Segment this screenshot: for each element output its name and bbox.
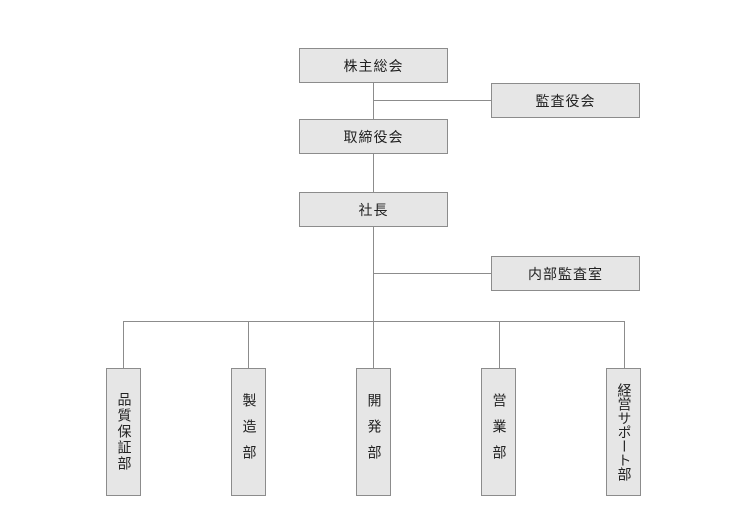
internal-audit-box: 内部監査室 [491, 256, 640, 291]
development-box: 開発部 [356, 368, 391, 496]
connector-auditors [373, 100, 491, 101]
connector-internal-audit [373, 273, 491, 274]
connector-shareholders-board [373, 82, 374, 120]
sales-label: 営業部 [490, 393, 507, 471]
connector-department-bar [123, 321, 624, 322]
connector-sales [499, 321, 500, 369]
connector-board-president [373, 153, 374, 193]
manufacturing-box: 製造部 [231, 368, 266, 496]
management-support-label: 経営サポート部 [615, 383, 632, 481]
sales-box: 営業部 [481, 368, 516, 496]
board-of-directors-label: 取締役会 [343, 129, 404, 146]
quality-assurance-box: 品質保証部 [106, 368, 141, 496]
connector-manufacturing [248, 321, 249, 369]
shareholders-meeting-box: 株主総会 [299, 48, 448, 83]
development-label: 開発部 [365, 393, 382, 471]
management-support-box: 経営サポート部 [606, 368, 641, 496]
connector-management-support [624, 321, 625, 369]
president-label: 社長 [358, 202, 389, 219]
shareholders-meeting-label: 株主総会 [343, 58, 404, 75]
board-of-directors-box: 取締役会 [299, 119, 448, 154]
connector-quality [123, 321, 124, 369]
board-of-auditors-box: 監査役会 [491, 83, 640, 118]
manufacturing-label: 製造部 [240, 393, 257, 471]
quality-assurance-label: 品質保証部 [115, 392, 132, 472]
internal-audit-label: 内部監査室 [528, 266, 603, 283]
board-of-auditors-label: 監査役会 [535, 93, 596, 110]
connector-president-down [373, 226, 374, 369]
president-box: 社長 [299, 192, 448, 227]
